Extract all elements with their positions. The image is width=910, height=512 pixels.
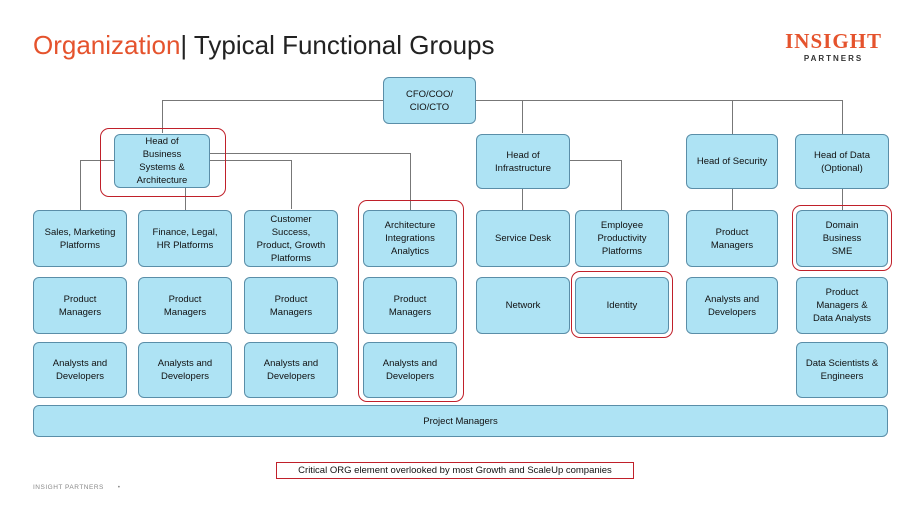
employee-productivity-box[interactable]: Employee Productivity Platforms [575,210,669,267]
logo-subtitle: PARTNERS [803,54,864,63]
connector [842,189,843,210]
finance-legal-hr-box[interactable]: Finance, Legal, HR Platforms [138,210,232,267]
service-desk-box[interactable]: Service Desk [476,210,570,267]
security-product-managers-box[interactable]: Product Managers [686,210,778,267]
title-accent: Organization [33,30,181,60]
security-analysts-developers-box[interactable]: Analysts and Developers [686,277,778,334]
connector [185,188,186,210]
connector [522,100,523,133]
critical-highlight-outline [792,205,892,271]
analysts-developers-box[interactable]: Analysts and Developers [138,342,232,398]
footer-brand: INSIGHT PARTNERS [33,484,104,491]
connector [162,100,383,101]
head-security-box[interactable]: Head of Security [686,134,778,189]
connector [410,153,411,210]
analysts-developers-box[interactable]: Analysts and Developers [363,342,457,398]
connector [570,160,621,161]
architecture-analytics-box[interactable]: Architecture Integrations Analytics [363,210,457,267]
critical-highlight-outline [100,128,226,197]
project-managers-box[interactable]: Project Managers [33,405,888,437]
head-data-box[interactable]: Head of Data (Optional) [795,134,889,189]
page-title: Organization| Typical Functional Groups [33,30,495,61]
cfo-coo-cio-cto-box[interactable]: CFO/COO/ CIO/CTO [383,77,476,124]
connector [732,189,733,210]
analysts-developers-box[interactable]: Analysts and Developers [33,342,127,398]
connector [476,100,842,101]
sales-marketing-platforms-box[interactable]: Sales, Marketing Platforms [33,210,127,267]
connector [80,160,81,210]
product-managers-box[interactable]: Product Managers [363,277,457,334]
product-managers-box[interactable]: Product Managers [33,277,127,334]
product-managers-box[interactable]: Product Managers [244,277,338,334]
connector [621,160,622,210]
title-rest: | Typical Functional Groups [180,30,495,60]
connector [522,189,523,210]
customer-success-box[interactable]: Customer Success, Product, Growth Platfo… [244,210,338,267]
critical-highlight-outline [358,200,464,402]
connector [291,160,292,209]
product-managers-box[interactable]: Product Managers [138,277,232,334]
connector [162,100,163,133]
connector [210,160,291,161]
data-scientists-engineers-box[interactable]: Data Scientists & Engineers [796,342,888,398]
head-infrastructure-box[interactable]: Head of Infrastructure [476,134,570,189]
domain-business-sme-box[interactable]: Domain Business SME [796,210,888,267]
head-business-systems-box[interactable]: Head of Business Systems & Architecture [114,134,210,188]
connector [182,153,410,154]
insight-partners-logo: INSIGHT PARTNERS [785,30,882,63]
connector [732,100,733,134]
critical-highlight-outline [571,271,673,338]
analysts-developers-box[interactable]: Analysts and Developers [244,342,338,398]
footer: INSIGHT PARTNERS • [33,484,120,491]
identity-box[interactable]: Identity [575,277,669,334]
logo-wordmark: INSIGHT [785,29,882,53]
data-product-managers-analysts-box[interactable]: Product Managers & Data Analysts [796,277,888,334]
legend-critical-element: Critical ORG element overlooked by most … [276,462,634,479]
footer-dot: • [117,484,121,491]
connector [842,100,843,134]
connector [80,160,114,161]
network-box[interactable]: Network [476,277,570,334]
